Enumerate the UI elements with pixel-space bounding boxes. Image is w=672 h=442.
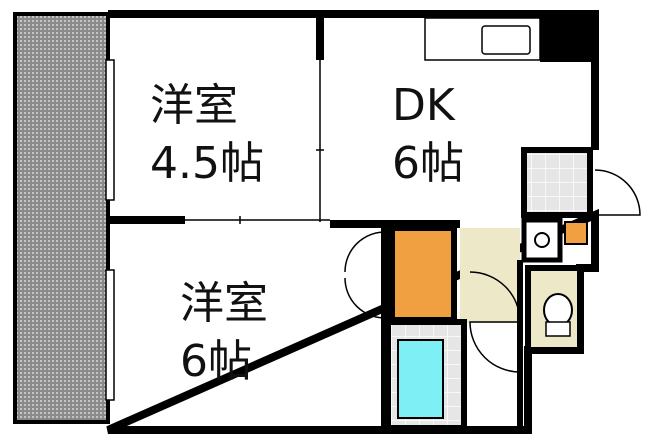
room-size-western-room-1: 4.5帖 xyxy=(150,138,264,189)
washing-machine-drain xyxy=(521,217,563,263)
sink xyxy=(481,25,531,55)
room-size-western-room-2: 6帖 xyxy=(180,336,252,387)
room-size-dk: 6帖 xyxy=(392,138,464,189)
bathtub xyxy=(397,339,444,419)
entrance-door xyxy=(594,169,641,216)
window xyxy=(105,269,115,401)
room-name-western-room-1: 洋室 xyxy=(150,80,238,131)
room-name-dk: DK xyxy=(392,80,456,131)
refrigerator-space xyxy=(540,14,595,62)
closet-doors xyxy=(344,231,386,319)
toilet-icon xyxy=(543,293,573,327)
balcony xyxy=(13,12,110,424)
drain-icon xyxy=(534,232,550,248)
closet xyxy=(389,225,457,323)
entrance-floor xyxy=(521,147,593,218)
window xyxy=(105,59,115,201)
shoe-cabinet xyxy=(564,221,588,245)
room-name-western-room-2: 洋室 xyxy=(180,278,268,329)
toilet-tank xyxy=(545,321,571,337)
